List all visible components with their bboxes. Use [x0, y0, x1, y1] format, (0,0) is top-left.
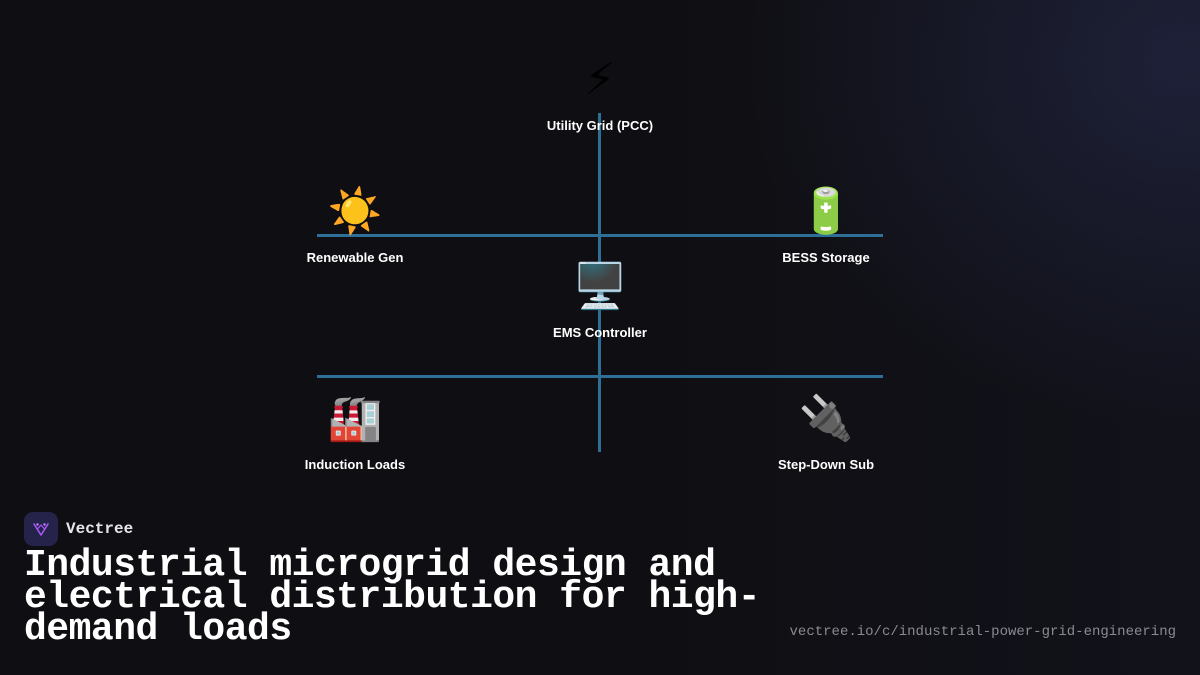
node-label-bess-storage: BESS Storage	[782, 250, 870, 265]
node-label-step-down-sub: Step-Down Sub	[777, 457, 875, 472]
electric-plug-icon: 🔌	[798, 393, 854, 444]
microgrid-diagram: ⚡ Utility Grid (PCC) ☀️ Renewable Gen 🔋 …	[255, 54, 926, 472]
node-utility-grid: ⚡ Utility Grid (PCC)	[500, 54, 700, 133]
node-ems-controller: 🖥️ EMS Controller	[500, 261, 700, 340]
brand: Vectree	[24, 512, 133, 546]
desktop-computer-icon: 🖥️	[572, 261, 628, 312]
node-label-renewable-gen: Renewable Gen	[306, 250, 404, 265]
main-feeder-line	[598, 113, 601, 452]
node-label-induction-loads: Induction Loads	[304, 457, 406, 472]
lightning-bolt-icon: ⚡	[584, 54, 616, 105]
page-title: Industrial microgrid design and electric…	[24, 544, 761, 651]
sun-icon: ☀️	[327, 186, 383, 237]
node-induction-loads: 🏭 Induction Loads	[255, 393, 455, 472]
node-step-down-sub: 🔌 Step-Down Sub	[726, 393, 926, 472]
node-renewable-gen: ☀️ Renewable Gen	[255, 186, 455, 265]
vectree-logo-icon	[24, 512, 58, 546]
node-label-utility-grid: Utility Grid (PCC)	[546, 118, 654, 133]
page-url[interactable]: vectree.io/c/industrial-power-grid-engin…	[789, 624, 1176, 640]
node-bess-storage: 🔋 BESS Storage	[726, 186, 926, 265]
brand-name: Vectree	[66, 520, 134, 538]
battery-icon: 🔋	[798, 186, 854, 237]
factory-icon: 🏭	[327, 393, 383, 444]
node-label-ems-controller: EMS Controller	[553, 325, 647, 340]
